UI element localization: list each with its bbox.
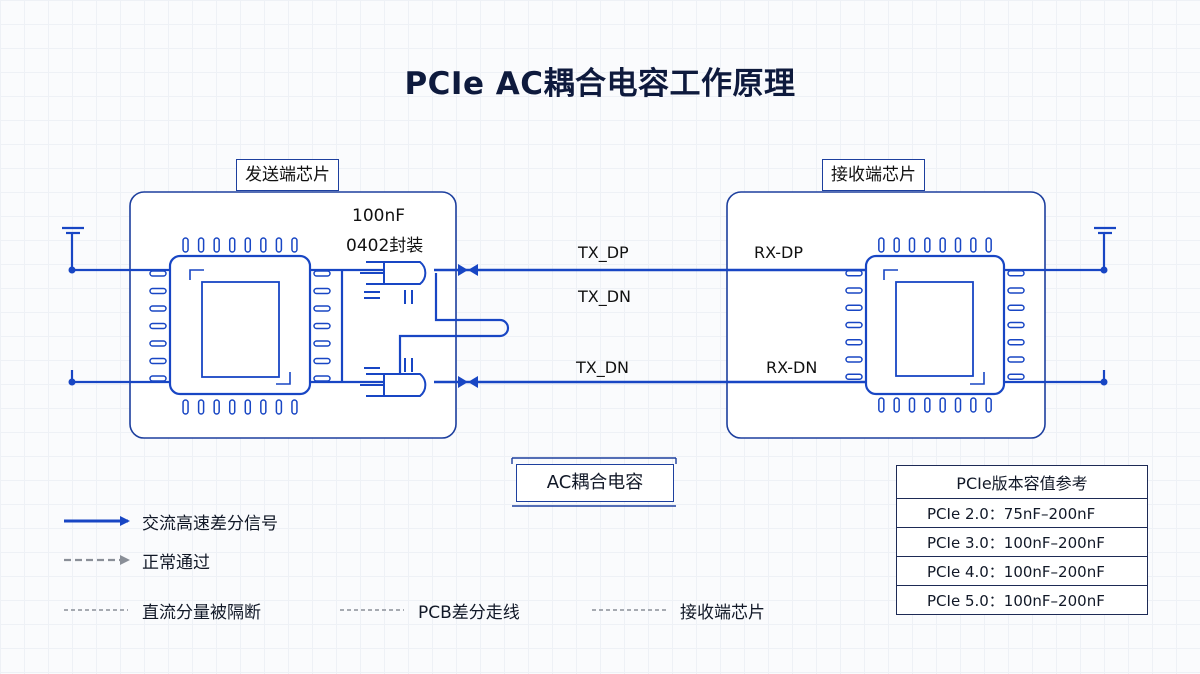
signal-label-tx-dp: TX_DP — [578, 243, 629, 262]
signal-label-rx-dn: RX-DN — [766, 358, 818, 377]
legend-high-speed-text: 交流高速差分信号 — [142, 513, 278, 534]
tx-chip-pin-top — [197, 237, 205, 253]
rx-chip-pin-bottom — [893, 397, 900, 413]
legend-rx-chip-text: 接收端芯片 — [680, 602, 765, 623]
rx-chip-pin-right — [1007, 287, 1025, 294]
tx-chip-pin-left — [149, 357, 167, 365]
tx-chip-pin-left — [149, 322, 167, 330]
rx-chip-pin-bottom — [954, 397, 962, 413]
tx-chip-pin-right — [313, 270, 331, 277]
capacitor-top — [360, 261, 427, 304]
tx-chip-pin-right — [313, 357, 331, 365]
rx-chip-pin-bottom — [924, 397, 931, 413]
tx-chip-pin-bottom — [275, 399, 283, 415]
tx-chip-pin-top — [275, 237, 283, 253]
signal-label-tx-dn-mid: TX_DN — [578, 287, 632, 306]
signal-label-tx-dn-bottom: TX_DN — [576, 358, 630, 377]
rx-chip-pin-top — [924, 237, 931, 253]
tx-chip-pin-top — [228, 237, 236, 253]
legend-high-speed: 交流高速差分信号 — [130, 508, 278, 534]
legend-normal-pass: 正常通过 — [130, 547, 210, 573]
rx-chip-pin-bottom — [985, 397, 992, 413]
table-row: PCIe 4.0：100nF–200nF — [896, 556, 1148, 586]
tx-to-capacitor-traces — [310, 268, 384, 384]
tx-chip-pin-right — [313, 340, 331, 347]
table-row: PCIe 3.0：100nF–200nF — [896, 527, 1148, 557]
tx-chip-pin-bottom — [291, 399, 298, 415]
signal-lines — [434, 268, 866, 384]
tx-chip-pin-top — [213, 237, 220, 253]
rx-chip-pin-left — [845, 339, 863, 346]
rx-chip-pin-top — [878, 237, 885, 253]
rx-chip-pin-top — [939, 237, 946, 253]
rx-chip-pin-top — [985, 237, 992, 253]
tx-chip-pin-left — [149, 375, 167, 382]
rx-chip-pin-top — [954, 237, 962, 253]
tx-chip-pin-top — [244, 237, 252, 253]
pcie-capacitance-table: PCIe版本容值参考 PCIe 2.0：75nF–200nF PCIe 3.0：… — [896, 465, 1148, 615]
signal-label-rx-dp: RX-DP — [754, 243, 804, 262]
legend-dc-blocked-text: 直流分量被隔断 — [142, 602, 261, 623]
rx-chip-pin-bottom — [878, 397, 885, 413]
rx-chip-pin-bottom — [939, 397, 946, 413]
rx-chip-pin-right — [1007, 304, 1025, 311]
legend-pcb-trace-text: PCB差分走线 — [418, 602, 520, 623]
rx-chip-pin-left — [845, 304, 863, 311]
tx-chip-pin-bottom — [213, 399, 220, 415]
arrow-heads — [458, 264, 478, 388]
rx-chip-pin-left — [845, 356, 863, 363]
tx-chip-pin-bottom — [260, 399, 267, 415]
rx-chip-pin-left — [845, 321, 863, 329]
rx-chip-pin-left — [845, 287, 863, 294]
rx-chip-pin-right — [1007, 321, 1025, 329]
rx-chip-pin-top — [970, 237, 977, 253]
capacitor-package: 0402封装 — [346, 236, 424, 256]
page-title: PCIe AC耦合电容工作原理 — [404, 66, 796, 102]
tx-chip-label: 发送端芯片 — [236, 159, 339, 191]
tx-chip-pin-top — [182, 237, 189, 253]
rx-chip-pin-left — [845, 270, 863, 277]
rx-chip-pin-bottom — [970, 397, 977, 413]
tx-chip-pin-right — [313, 375, 331, 382]
rx-chip-pin-right — [1007, 270, 1025, 277]
legend-dc-blocked: 直流分量被隔断 — [130, 597, 261, 623]
rx-chip-pin-bottom — [908, 397, 916, 413]
rx-chip-pin-right — [1007, 339, 1025, 346]
ac-coupling-callout: AC耦合电容 — [516, 464, 674, 502]
tx-chip-pin-left — [149, 305, 167, 312]
tx-chip — [168, 254, 312, 396]
tx-chip-pin-bottom — [182, 399, 189, 415]
table-row: PCIe 5.0：100nF–200nF — [896, 585, 1148, 615]
left-rails — [62, 226, 170, 384]
callout-connector — [511, 457, 677, 507]
tx-chip-pin-right — [313, 287, 331, 295]
tx-chip-pin-top — [291, 237, 298, 253]
capacitor-value: 100nF — [352, 206, 406, 226]
table-header: PCIe版本容值参考 — [956, 474, 1088, 493]
capacitor-loop — [398, 273, 510, 374]
tx-chip-pin-left — [149, 340, 167, 347]
rx-chip-label: 接收端芯片 — [822, 159, 925, 191]
tx-chip-pin-left — [149, 270, 167, 277]
legend-normal-pass-text: 正常通过 — [142, 552, 210, 573]
tx-chip-pin-right — [313, 305, 331, 312]
tx-chip-pin-right — [313, 322, 331, 330]
rx-chip — [864, 254, 1006, 396]
tx-chip-pin-bottom — [197, 399, 205, 415]
rx-chip-pin-right — [1007, 356, 1025, 363]
tx-chip-pin-bottom — [244, 399, 252, 415]
rx-chip-pin-left — [845, 373, 863, 380]
rx-chip-pin-right — [1007, 373, 1025, 380]
capacitor-bottom — [360, 358, 427, 397]
rx-chip-pin-top — [893, 237, 900, 253]
tx-chip-pin-bottom — [228, 399, 236, 415]
tx-chip-pin-top — [260, 237, 267, 253]
legend-pcb-trace: PCB差分走线 — [406, 597, 520, 623]
tx-chip-pin-left — [149, 287, 167, 295]
table-row: PCIe 2.0：75nF–200nF — [896, 498, 1148, 528]
rx-chip-pin-top — [908, 237, 916, 253]
legend-rx-chip: 接收端芯片 — [668, 597, 765, 623]
